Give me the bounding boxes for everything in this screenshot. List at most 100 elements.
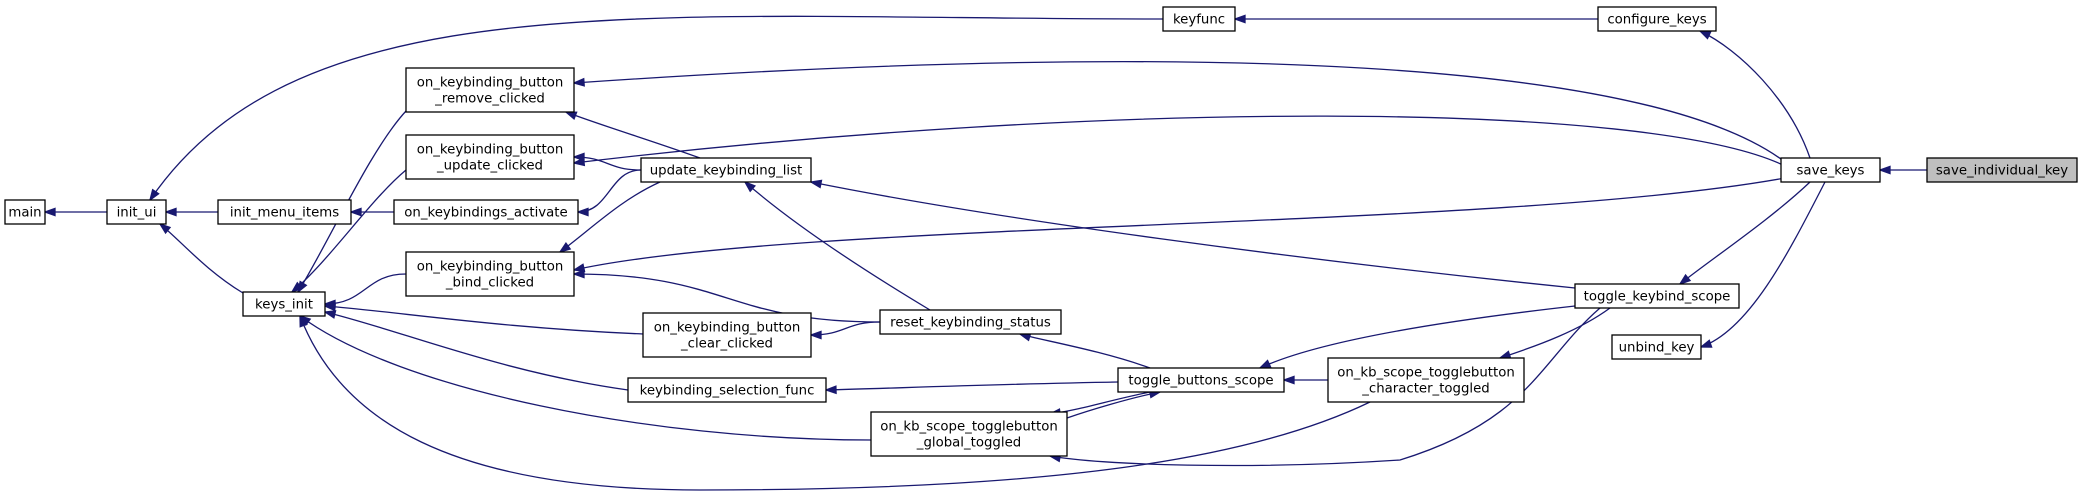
arrowhead-icon [349,207,362,217]
arrowhead-icon [1699,339,1713,348]
node-label: keys_init [255,298,313,313]
node-toggle-keybind-scope[interactable]: toggle_keybind_scope [1574,283,1740,309]
node-label: on_keybinding_button [417,143,564,158]
node-label: keybinding_selection_func [640,384,815,399]
edge-init_ui-to-main [43,207,107,217]
arrowhead-icon [558,242,572,254]
arrowhead-icon [290,281,304,294]
node-label: on_keybindings_activate [404,206,567,221]
node-label: _global_toggled [916,436,1021,451]
node-update-clicked[interactable]: on_keybinding_button_update_clicked [405,134,575,180]
edge-toggle_buttons_scope-to-reset_keybinding_status [1018,332,1151,369]
edge-init_menu_items-to-init_ui [164,207,218,217]
node-label: update_keybinding_list [650,164,803,179]
arrowhead-icon [576,207,589,217]
node-configure-keys[interactable]: configure_keys [1597,6,1717,32]
edge-reset_keybinding_status-to-update_keybinding_list [743,180,931,311]
node-label: _update_clicked [436,159,543,174]
edge-save_individual_key-to-save_keys [1878,165,1927,175]
node-label: _character_toggled [1361,382,1490,397]
edge-layer [43,14,1927,491]
node-save-keys[interactable]: save_keys [1780,157,1881,183]
arrowhead-icon [158,222,172,235]
edge-reset_keybinding_status-to-bind_clicked [572,269,881,323]
arrowhead-icon [572,77,585,87]
node-label: save_keys [1797,164,1865,179]
arrowhead-icon [323,302,336,312]
node-keyfunc[interactable]: keyfunc [1162,6,1236,32]
arrowhead-icon [572,263,586,273]
node-label: on_kb_scope_togglebutton [1337,366,1515,381]
arrowhead-icon [572,269,585,279]
edge-character_toggled-to-toggle_buttons_scope [1282,375,1329,385]
arrowhead-icon [1498,350,1512,360]
edge-toggle_keybind_scope-to-update_keybinding_list [809,179,1576,289]
arrowhead-icon [743,180,756,193]
arrowhead-icon [809,330,822,340]
node-bind-clicked[interactable]: on_keybinding_button_bind_clicked [405,251,575,297]
arrowhead-icon [1698,30,1712,40]
arrowhead-icon [809,179,823,189]
node-label: init_ui [117,206,157,221]
edge-global_toggled-to-toggle_buttons_scope [1066,389,1162,419]
arrowhead-icon [564,111,578,121]
edge-clear_clicked-to-keys_init [323,302,644,335]
node-unbind-key[interactable]: unbind_key [1611,334,1702,360]
edge-keys_init-to-init_ui [158,222,244,294]
node-layer: main init_ui init_menu_items keys_init on_ke… [4,6,2078,457]
node-clear-clicked[interactable]: on_keybinding_button_clear_clicked [642,312,812,358]
edge-save_keys-to-configure_keys [1698,30,1811,159]
node-global-toggled[interactable]: on_kb_scope_togglebutton_global_toggled [870,411,1068,457]
node-character-toggled[interactable]: on_kb_scope_togglebutton_character_toggl… [1327,357,1525,403]
arrowhead-icon [323,310,337,319]
node-label: save_individual_key [1936,164,2068,179]
node-label: _clear_clicked [680,337,773,352]
node-label: toggle_keybind_scope [1584,290,1731,305]
edge-toggle_keybind_scope-to-toggle_buttons_scope [1258,305,1576,369]
node-label: unbind_key [1619,341,1695,356]
edge-toggle_keybind_scope-to-character_toggled [1498,307,1611,360]
arrowhead-icon [572,157,586,167]
node-toggle-buttons-scope[interactable]: toggle_buttons_scope [1117,367,1285,393]
arrowhead-icon [1878,165,1891,175]
node-keys-init[interactable]: keys_init [242,291,326,317]
node-keybinding-selection-func[interactable]: keybinding_selection_func [627,377,827,403]
node-label: _remove_clicked [434,92,545,107]
edge-character_toggled-to-keys_init [299,314,1371,491]
node-main[interactable]: main [4,199,46,225]
node-label: toggle_buttons_scope [1128,374,1273,389]
edge-reset_keybinding_status-to-clear_clicked [809,321,881,340]
edge-bind_clicked-to-keys_init [323,273,407,309]
edge-toggle_buttons_scope-to-keybinding_selection_func [824,381,1119,395]
node-remove-clicked[interactable]: on_keybinding_button_remove_clicked [405,67,575,113]
node-reset-keybinding-status[interactable]: reset_keybinding_status [879,309,1062,335]
node-label: on_keybinding_button [417,260,564,275]
edge-keyfunc-to-init_ui [148,15,1164,202]
node-label: on_keybinding_button [654,321,801,336]
node-keybindings-activate[interactable]: on_keybindings_activate [393,199,579,225]
edge-save_keys-to-update_clicked [572,115,1786,167]
node-save-individual-key[interactable]: save_individual_key [1926,157,2078,183]
edge-save_keys-to-remove_clicked [572,61,1786,163]
edge-update_clicked-to-keys_init [290,169,407,294]
node-label: on_kb_scope_togglebutton [880,420,1058,435]
node-init-menu-items[interactable]: init_menu_items [217,199,352,225]
arrowhead-icon [299,314,309,328]
node-label: keyfunc [1173,13,1225,28]
node-label: main [8,206,41,221]
edge-update_keybinding_list-to-keybindings_activate [576,169,642,217]
arrowhead-icon [1678,273,1692,286]
node-label: init_menu_items [230,206,339,221]
node-update-keybinding-list[interactable]: update_keybinding_list [640,157,812,183]
arrowhead-icon [1233,14,1246,24]
arrowhead-icon [164,207,177,217]
arrowhead-icon [1258,359,1272,369]
node-label: configure_keys [1607,13,1706,28]
edge-save_keys-to-toggle_keybind_scope [1678,181,1811,286]
arrowhead-icon [824,385,837,395]
edge-keybindings_activate-to-init_menu_items [349,207,394,217]
edge-save_keys-to-bind_clicked [572,177,1786,273]
node-init-ui[interactable]: init_ui [106,199,167,225]
edge-update_keybinding_list-to-remove_clicked [564,111,701,159]
